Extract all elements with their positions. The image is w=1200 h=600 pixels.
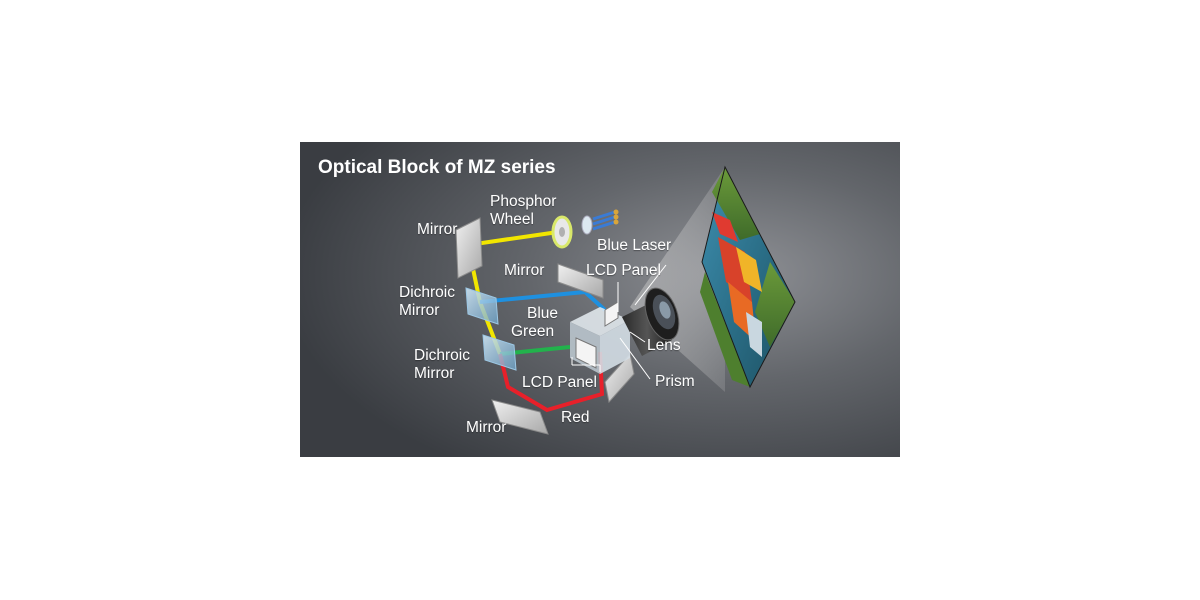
optical-block-diagram: Optical Block of MZ series Phosphor Whee… xyxy=(300,142,900,457)
dichroic-mirror-2 xyxy=(482,334,517,371)
label-red: Red xyxy=(561,409,590,426)
lens xyxy=(622,287,680,356)
prism-block xyxy=(570,301,630,374)
projected-image xyxy=(700,165,796,389)
label-lens: Lens xyxy=(647,337,681,354)
label-mirror-bottom: Mirror xyxy=(466,419,507,436)
label-blue: Blue xyxy=(527,305,559,322)
phosphor-wheel xyxy=(551,215,573,249)
yellow-beam xyxy=(465,230,559,355)
dichroic-mirror-1 xyxy=(465,287,499,325)
projection-cone xyxy=(630,167,725,392)
red-beam xyxy=(498,351,605,413)
diagram-title: Optical Block of MZ series xyxy=(318,157,556,178)
label-dichroic-mirror-2: Dichroic Mirror xyxy=(414,347,470,382)
label-phosphor-wheel: Phosphor Wheel xyxy=(490,193,557,228)
mirror-mid xyxy=(557,263,604,299)
label-lcd-panel-top: LCD Panel xyxy=(586,262,661,279)
label-green: Green xyxy=(511,323,555,340)
mirror-bottom xyxy=(491,399,549,435)
label-lcd-panel-bottom: LCD Panel xyxy=(522,374,597,391)
mirror-right xyxy=(604,352,635,404)
label-mirror-mid: Mirror xyxy=(504,262,545,279)
label-blue-laser: Blue Laser xyxy=(597,237,672,254)
leader-lines xyxy=(571,264,667,380)
panel-background xyxy=(300,142,900,457)
label-prism: Prism xyxy=(655,373,695,390)
label-mirror-top: Mirror xyxy=(417,221,458,238)
blue-laser xyxy=(581,209,619,235)
mirror-top xyxy=(455,217,483,279)
label-dichroic-mirror-1: Dichroic Mirror xyxy=(399,284,455,319)
diagram-graphics xyxy=(300,142,900,457)
